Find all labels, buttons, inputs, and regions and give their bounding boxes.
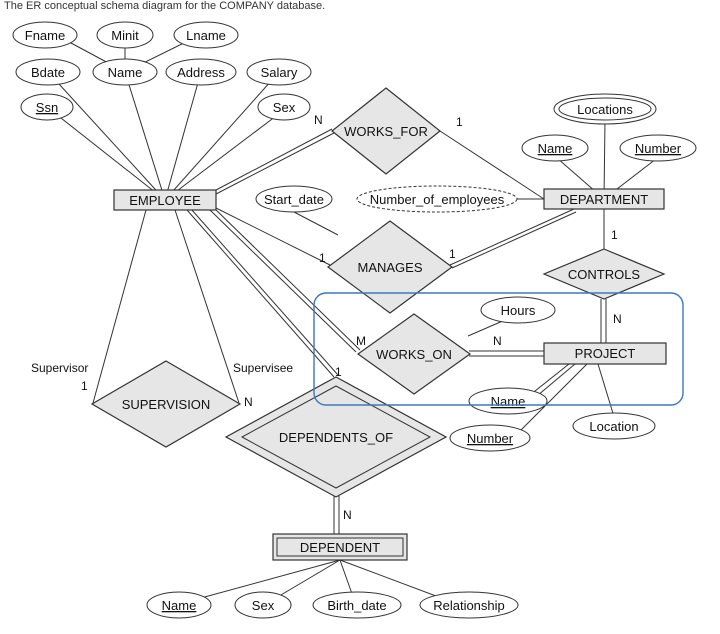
attribute-start-date-label: Start_date	[264, 192, 324, 207]
attribute-ssn-label: Ssn	[36, 100, 58, 115]
role-supervisor-label: Supervisor	[31, 361, 88, 375]
attribute-project-number-label: Number	[467, 431, 514, 446]
attribute-address-label: Address	[177, 65, 225, 80]
derived-attribute-number-of-employees-label: Number_of_employees	[370, 192, 505, 207]
entity-project-label: PROJECT	[575, 346, 636, 361]
attribute-ssn-key[interactable]: Ssn	[20, 93, 74, 121]
cardinality-controls-project: N	[613, 312, 622, 326]
relationship-works-on[interactable]: WORKS_ON	[356, 313, 472, 395]
cardinality-works-for-employee: N	[314, 113, 323, 127]
attribute-project-name-key[interactable]: Name	[468, 387, 548, 415]
attribute-employee-name-label: Name	[108, 65, 143, 80]
cardinality-works-on-employee: M	[356, 334, 366, 348]
entity-employee-label: EMPLOYEE	[129, 193, 201, 208]
entity-department[interactable]: DEPARTMENT	[543, 188, 665, 210]
cardinality-dependents-of-dependent: N	[343, 508, 352, 522]
weak-entity-dependent-label: DEPENDENT	[300, 540, 380, 555]
relationship-manages[interactable]: MANAGES	[326, 220, 454, 314]
weak-entity-dependent[interactable]: DEPENDENT	[272, 533, 408, 561]
attribute-address[interactable]: Address	[165, 58, 237, 86]
relationship-manages-label: MANAGES	[357, 260, 422, 275]
relationship-controls-label: CONTROLS	[568, 267, 641, 282]
derived-attribute-number-of-employees[interactable]: Number_of_employees	[356, 185, 518, 213]
attribute-project-number-key[interactable]: Number	[449, 424, 531, 452]
cardinality-supervision-supervisee: N	[244, 395, 253, 409]
relationship-works-for[interactable]: WORKS_FOR	[331, 87, 441, 175]
attribute-sex[interactable]: Sex	[257, 93, 311, 121]
attribute-minit-label: Minit	[111, 28, 139, 43]
attribute-minit[interactable]: Minit	[96, 21, 154, 49]
identifying-relationship-dependents-of-label: DEPENDENTS_OF	[279, 430, 393, 445]
attribute-birth-date-label: Birth_date	[327, 598, 386, 613]
attribute-project-location-label: Location	[589, 419, 638, 434]
attribute-salary[interactable]: Salary	[246, 58, 312, 86]
attribute-department-number-key[interactable]: Number	[619, 134, 697, 162]
attribute-dependent-sex-label: Sex	[252, 598, 275, 613]
cardinality-labels: N 1 1 1 1 N M N 1 N 1 N	[81, 113, 622, 522]
attribute-dependent-name-label: Name	[162, 598, 197, 613]
attribute-department-number-label: Number	[635, 141, 682, 156]
attribute-start-date[interactable]: Start_date	[255, 185, 333, 213]
attribute-salary-label: Salary	[261, 65, 298, 80]
cardinality-manages-employee: 1	[319, 251, 326, 265]
entity-project[interactable]: PROJECT	[543, 342, 667, 365]
diagram-caption: The ER conceptual schema diagram for the…	[4, 0, 326, 12]
cardinality-manages-department: 1	[449, 247, 456, 261]
cardinality-dependents-of-employee: 1	[335, 365, 342, 379]
cardinality-controls-department: 1	[611, 228, 618, 242]
connector-lines	[46, 35, 657, 606]
relationship-works-on-label: WORKS_ON	[376, 347, 452, 362]
highlight-box-works-on-project	[313, 292, 684, 406]
attribute-hours[interactable]: Hours	[480, 296, 556, 324]
attribute-lname[interactable]: Lname	[173, 21, 239, 49]
identifying-relationship-dependents-of[interactable]: DEPENDENTS_OF	[224, 376, 448, 498]
attribute-dependent-name-partial-key[interactable]: Name	[146, 591, 212, 619]
cardinality-supervision-supervisor: 1	[81, 379, 88, 393]
multivalued-attribute-locations-label: Locations	[577, 102, 633, 117]
attribute-bdate-label: Bdate	[31, 65, 65, 80]
attribute-bdate[interactable]: Bdate	[15, 58, 81, 86]
entity-employee[interactable]: EMPLOYEE	[113, 189, 217, 211]
attribute-fname[interactable]: Fname	[12, 21, 78, 49]
attribute-project-location[interactable]: Location	[572, 412, 656, 440]
attribute-fname-label: Fname	[25, 28, 65, 43]
attribute-birth-date[interactable]: Birth_date	[312, 591, 402, 619]
attribute-dependent-sex[interactable]: Sex	[234, 591, 292, 619]
cardinality-works-for-department: 1	[456, 115, 463, 129]
attribute-relationship[interactable]: Relationship	[419, 591, 519, 619]
entity-department-label: DEPARTMENT	[560, 192, 648, 207]
attribute-lname-label: Lname	[186, 28, 226, 43]
relationship-works-for-label: WORKS_FOR	[344, 124, 428, 139]
cardinality-works-on-project: N	[493, 334, 502, 348]
attribute-department-name-key[interactable]: Name	[521, 134, 589, 162]
attribute-relationship-label: Relationship	[433, 598, 505, 613]
attribute-project-name-label: Name	[491, 394, 526, 409]
attribute-department-name-label: Name	[538, 141, 573, 156]
multivalued-attribute-locations[interactable]: Locations	[553, 93, 657, 125]
attribute-employee-name[interactable]: Name	[92, 58, 158, 86]
role-supervisee-label: Supervisee	[233, 361, 293, 375]
attribute-sex-label: Sex	[273, 100, 296, 115]
relationship-controls[interactable]: CONTROLS	[542, 248, 666, 300]
relationship-supervision-label: SUPERVISION	[122, 397, 211, 412]
relationship-supervision[interactable]: SUPERVISION	[90, 360, 242, 448]
attribute-hours-label: Hours	[501, 303, 536, 318]
